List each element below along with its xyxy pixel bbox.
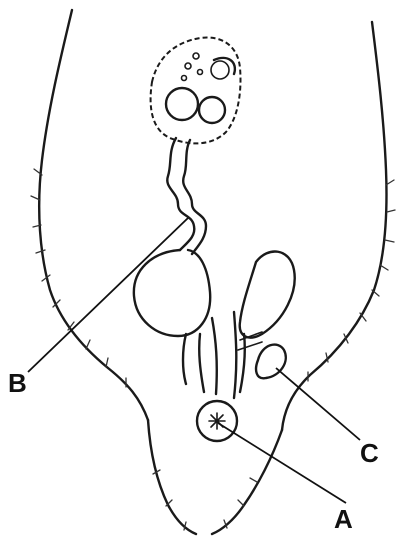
tail-region (148, 420, 282, 534)
vesicle-small-4 (182, 76, 187, 81)
vesicle-large-left (166, 88, 198, 120)
vesicle-large-right (199, 97, 225, 123)
coiled-tube (167, 138, 206, 254)
label-b: B (8, 368, 27, 398)
round-structure (197, 401, 237, 441)
vesicle-small-2 (185, 63, 191, 69)
body-outline-right (282, 22, 395, 430)
vesicle-hook (214, 58, 235, 74)
label-c: C (360, 438, 379, 468)
vesicle-small-3 (198, 70, 203, 75)
pointer-a (218, 423, 346, 503)
body-outline-left (31, 10, 148, 420)
right-curved-organ (240, 252, 295, 338)
vesicle-small-1 (193, 53, 199, 59)
dashed-sac (151, 38, 241, 144)
central-ducts (183, 312, 262, 398)
left-oval-organ (134, 250, 210, 336)
label-a: A (334, 504, 353, 534)
vesicle-mid (211, 61, 229, 79)
